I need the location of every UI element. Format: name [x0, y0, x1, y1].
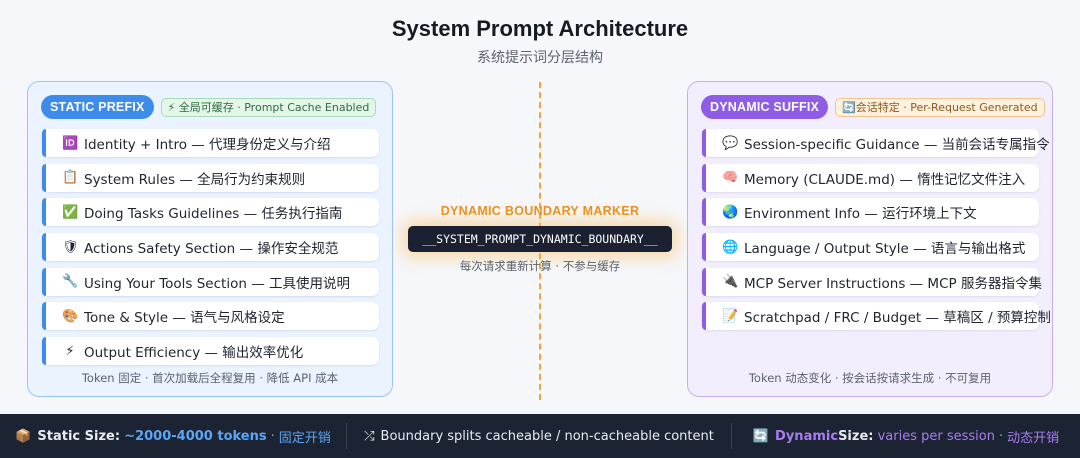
- static-prefix-panel: STATIC PREFIX ⚡ 全局可缓存 · Prompt Cache Ena…: [27, 81, 393, 397]
- per-request-tag: 🔄会话特定 · Per-Request Generated: [835, 97, 1045, 117]
- dynamic-items-list: 💬 Session-specific Guidance — 当前会话专属指令 🧠 Me…: [702, 129, 1051, 337]
- network-globe-icon: 🌐: [722, 239, 739, 255]
- static-panel-footer: Token 固定 · 首次加载后全程复用 · 降低 API 成本: [81, 371, 339, 385]
- list-item-label: System Rules — 全局行为约束规则: [84, 171, 306, 188]
- list-item-label: Session-specific Guidance — 当前会话专属指令: [744, 137, 1050, 153]
- list-item-label: Language / Output Style — 语言与输出格式: [744, 241, 1026, 258]
- list-item: ✅ Doing Tasks Guidelines — 任务执行指南: [42, 198, 379, 227]
- globe-icon: 🌏: [722, 204, 739, 220]
- list-item-label: Output Efficiency — 输出效率优化: [84, 345, 304, 362]
- lightning-icon: ⚡: [65, 343, 75, 359]
- dynamic-size-separator: ·: [998, 428, 1004, 444]
- list-item: 🛡 Actions Safety Section — 操作安全规范: [42, 233, 379, 262]
- static-size-note: 固定开销: [278, 430, 331, 446]
- list-item: 💬 Session-specific Guidance — 当前会话专属指令: [702, 129, 1050, 157]
- list-item: 📝 Scratchpad / FRC / Budget — 草稿区 / 预算控制: [702, 302, 1051, 331]
- list-item-label: Actions Safety Section — 操作安全规范: [84, 241, 339, 258]
- plug-icon: 🔌: [722, 274, 739, 290]
- summary-footer: 📦 Static Size: ~2000-4000 tokens·固定开销 ⤮ …: [0, 414, 1080, 458]
- dynamic-suffix-panel: DYNAMIC SUFFIX 🔄会话特定 · Per-Request Gener…: [687, 81, 1053, 397]
- static-size-label: Static Size:: [37, 428, 121, 444]
- boundary-summary-text: Boundary splits cacheable / non-cacheabl…: [380, 428, 714, 444]
- cache-enabled-tag: ⚡ 全局可缓存 · Prompt Cache Enabled: [160, 97, 377, 117]
- list-item: 🎨 Tone & Style — 语气与风格设定: [42, 302, 379, 331]
- list-item: 🔌 MCP Server Instructions — MCP 服务器指令集: [702, 267, 1042, 296]
- static-panel-header: STATIC PREFIX ⚡ 全局可缓存 · Prompt Cache Ena…: [41, 95, 377, 119]
- shuffle-icon: ⤮: [364, 428, 375, 444]
- diagram-subtitle: 系统提示词分层结构: [477, 50, 603, 66]
- list-item-label: Doing Tasks Guidelines — 任务执行指南: [84, 206, 343, 223]
- refresh-icon: 🔄: [752, 428, 770, 444]
- dynamic-size-value: varies per session: [877, 428, 995, 444]
- dynamic-suffix-label: DYNAMIC SUFFIX: [701, 95, 829, 119]
- list-item: 🔧 Using Your Tools Section — 工具使用说明: [42, 267, 379, 296]
- list-item: 📋 System Rules — 全局行为约束规则: [42, 163, 379, 192]
- dynamic-size-summary: 🔄 Dynamic Size: varies per session·动态开销: [732, 414, 1080, 458]
- package-icon: 📦: [15, 428, 32, 444]
- boundary-marker-code: __SYSTEM_PROMPT_DYNAMIC_BOUNDARY__: [408, 226, 672, 252]
- per-request-tag-text: 会话特定 · Per-Request Generated: [855, 100, 1038, 114]
- list-item-label: Scratchpad / FRC / Budget — 草稿区 / 预算控制: [744, 310, 1051, 327]
- lightning-icon: ⚡: [167, 100, 176, 114]
- cache-enabled-tag-text: 全局可缓存 · Prompt Cache Enabled: [178, 100, 370, 114]
- boundary-marker-note: 每次请求重新计算 · 不参与缓存: [459, 259, 621, 273]
- static-size-summary: 📦 Static Size: ~2000-4000 tokens·固定开销: [0, 414, 346, 458]
- palette-icon: 🎨: [62, 308, 79, 324]
- list-item: 🌏 Environment Info — 运行环境上下文: [702, 198, 1039, 227]
- refresh-icon: 🔄: [842, 100, 856, 114]
- list-item: 🧠 Memory (CLAUDE.md) — 惰性记忆文件注入: [702, 163, 1039, 192]
- dynamic-size-note: 动态开销: [1007, 430, 1060, 446]
- dynamic-size-label-suffix: Size:: [838, 428, 874, 444]
- speech-bubble-icon: 💬: [722, 135, 739, 151]
- id-icon: 🆔: [62, 135, 79, 151]
- diagram-title: System Prompt Architecture: [391, 16, 689, 41]
- list-item-label: Tone & Style — 语气与风格设定: [84, 310, 285, 327]
- list-item-label: Identity + Intro — 代理身份定义与介绍: [84, 137, 331, 153]
- list-item: 🌐 Language / Output Style — 语言与输出格式: [702, 233, 1039, 262]
- list-item-label: Environment Info — 运行环境上下文: [744, 206, 977, 223]
- clipboard-icon: 📋: [62, 170, 79, 186]
- static-size-separator: ·: [270, 428, 275, 444]
- checkmark-icon: ✅: [62, 204, 79, 220]
- list-item-label: Memory (CLAUDE.md) — 惰性记忆文件注入: [744, 171, 1026, 188]
- memo-icon: 📝: [722, 308, 739, 324]
- boundary-summary: ⤮ Boundary splits cacheable / non-cachea…: [346, 423, 732, 449]
- static-items-list: 🆔 Identity + Intro — 代理身份定义与介绍 📋 System Rul…: [42, 129, 379, 372]
- dynamic-size-label: Dynamic: [775, 428, 839, 444]
- boundary-marker-title: DYNAMIC BOUNDARY MARKER: [440, 204, 640, 218]
- brain-icon: 🧠: [722, 170, 739, 186]
- shield-icon: 🛡: [62, 239, 79, 255]
- list-item: 🆔 Identity + Intro — 代理身份定义与介绍: [42, 129, 379, 157]
- static-size-value: ~2000-4000 tokens: [124, 428, 267, 444]
- list-item: ⚡ Output Efficiency — 输出效率优化: [42, 337, 379, 366]
- static-prefix-label: STATIC PREFIX: [41, 95, 154, 119]
- dynamic-panel-header: DYNAMIC SUFFIX 🔄会话特定 · Per-Request Gener…: [701, 95, 1045, 119]
- wrench-icon: 🔧: [62, 274, 79, 290]
- list-item-label: MCP Server Instructions — MCP 服务器指令集: [744, 275, 1042, 292]
- dynamic-panel-footer: Token 动态变化 · 按会话按请求生成 · 不可复用: [748, 371, 992, 385]
- list-item-label: Using Your Tools Section — 工具使用说明: [84, 275, 350, 292]
